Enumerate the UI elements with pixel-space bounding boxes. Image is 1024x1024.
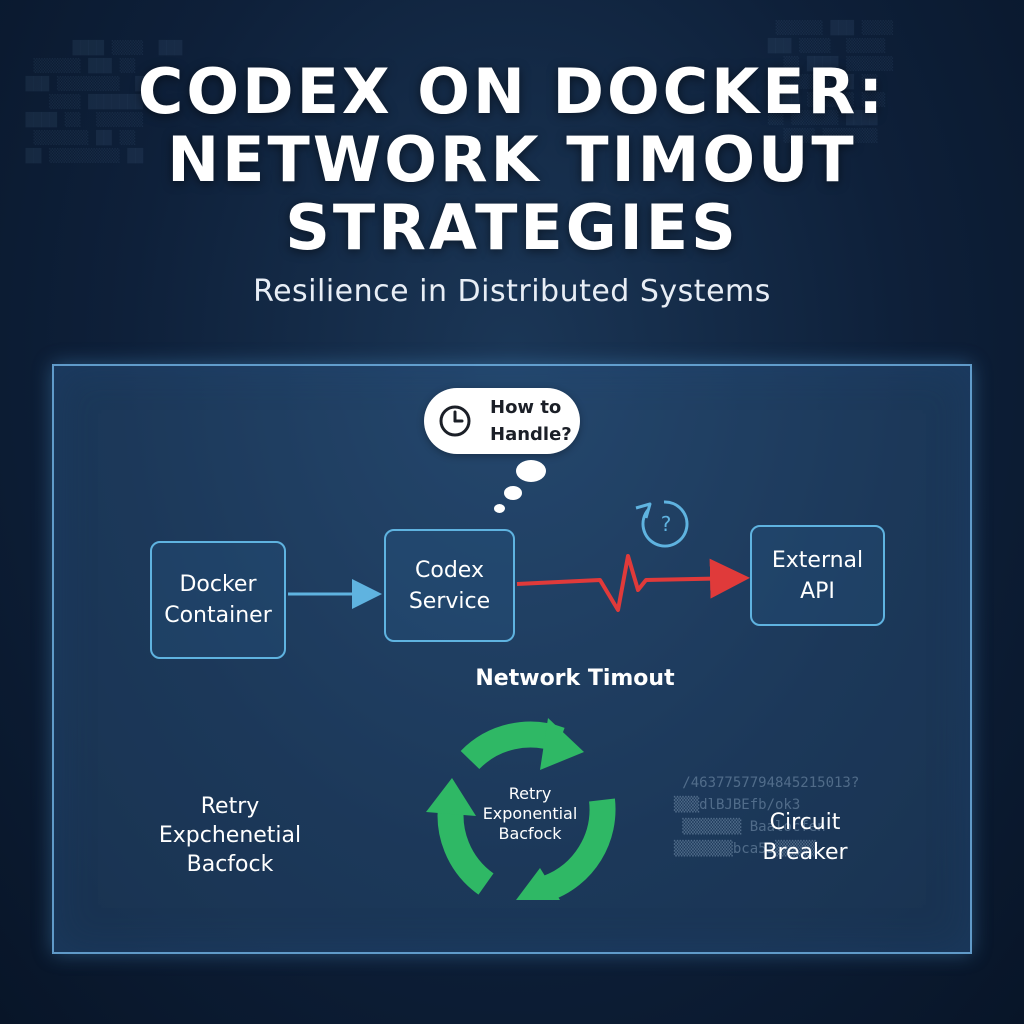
thought-dot-small: [494, 504, 505, 513]
title-line-3: STRATEGIES: [285, 191, 739, 264]
title-line-1: CODEX ON DOCKER:: [137, 55, 887, 128]
retry-exponential-backoff-label: Retry Exponential Bacfock: [482, 784, 578, 843]
thought-dot-large: [516, 460, 546, 482]
thought-dot-medium: [504, 486, 522, 500]
diagram-panel: [52, 364, 972, 954]
background-code-center: /4637757794845215013? ▒▒▒dlBJBEfb/ok3 ▒▒…: [673, 775, 860, 857]
network-timeout-label: Network Timout: [475, 666, 675, 691]
clock-icon: [439, 405, 471, 437]
external-api-label: External API: [771, 547, 864, 604]
docker-container-node: Docker Container: [150, 541, 286, 659]
codex-service-label: Codex Service: [408, 557, 491, 614]
page-title: CODEX ON DOCKER: NETWORK TIMOUT STRATEGI…: [0, 58, 1024, 262]
codex-service-node: Codex Service: [384, 529, 515, 642]
retry-backoff-label: Retry Expchenetial Bacfock: [158, 794, 302, 877]
docker-container-label: Docker Container: [164, 572, 272, 628]
thought-bubble: How to Handle?: [424, 388, 580, 454]
external-api-node: External API: [750, 525, 885, 626]
circuit-breaker-label: Circuit Breaker: [762, 810, 848, 865]
title-line-2: NETWORK TIMOUT: [167, 123, 857, 196]
page-subtitle: Resilience in Distributed Systems: [253, 274, 771, 309]
thought-bubble-text: How to Handle?: [490, 397, 572, 445]
